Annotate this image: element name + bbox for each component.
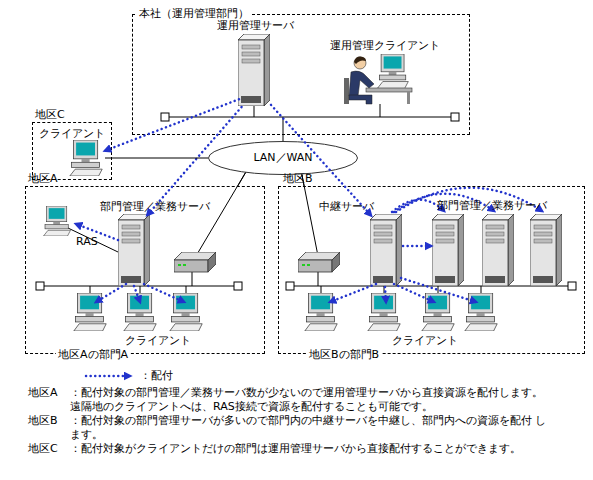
router-icon	[298, 252, 340, 272]
bus-terminator	[161, 113, 169, 121]
client-node: クライアント	[69, 141, 105, 177]
wire	[283, 117, 284, 135]
district-area: 地区B地区Bの部門B中継サーバ部門管理／業務サーバ	[278, 186, 585, 354]
wire	[186, 286, 187, 294]
server-node: 部門管理／業務サーバ	[119, 215, 151, 287]
console-pc-icon	[378, 54, 409, 88]
router-icon	[174, 252, 216, 272]
desk-leg	[407, 92, 410, 104]
server-icon	[530, 214, 562, 286]
legend-text: ：配付	[140, 369, 173, 382]
wire	[380, 104, 381, 117]
note-text: ：配付対象の部門管理／業務サーバ数が少ないので運用管理サーバから直接資源を配付し…	[70, 386, 552, 414]
area-title: 地区B	[283, 172, 313, 185]
relay-server-icon	[370, 214, 402, 286]
operator-hair	[354, 57, 366, 64]
client-icon	[70, 140, 102, 176]
group-label: クライアント	[392, 334, 458, 348]
note-text: ：配付対象がクライアントだけの部門は運用管理サーバから直接配付することができます…	[70, 442, 552, 456]
server-icon	[482, 214, 514, 286]
legend-sample-line	[86, 375, 130, 378]
remote-client-icon	[44, 206, 71, 236]
group-label: クライアント	[125, 334, 191, 348]
server-node: 運用管理サーバ	[239, 35, 271, 107]
area-title: 地区C	[35, 108, 65, 121]
desk	[366, 88, 412, 92]
bus-terminator	[36, 282, 44, 290]
distribution-arrow	[401, 278, 476, 302]
server-icon	[432, 214, 464, 286]
server-label: 部門管理／業務サーバ	[100, 200, 210, 213]
wire	[438, 286, 439, 294]
distribution-arrow	[385, 287, 386, 302]
network-cloud: LAN／WAN	[208, 141, 358, 175]
operator-head	[354, 57, 366, 69]
network-link	[105, 158, 208, 159]
headquarters-area: 本社（運用管理部門）運用管理サーバ運用管理クライアント	[132, 14, 470, 135]
note-text: ：配付対象の部門管理サーバが多いので部門内の中継サーバを中継し、部門内への資源を…	[70, 414, 552, 442]
ellipse-shape	[209, 142, 358, 175]
server-label: 運用管理サーバ	[195, 19, 315, 32]
distribution-arrow	[403, 245, 431, 248]
lan-bus	[290, 286, 572, 287]
bus-terminator	[286, 282, 294, 290]
area-title: 地区A	[28, 172, 58, 185]
server-icon	[118, 214, 150, 286]
bus-terminator	[451, 113, 459, 121]
client-icon	[170, 293, 202, 331]
operator-legs	[349, 95, 372, 104]
ras-link	[68, 228, 118, 252]
distribution-arrow	[330, 284, 376, 302]
district-area: 地区Cクライアント	[32, 122, 112, 180]
department-label: 地区Bの部門B	[307, 348, 381, 361]
wire	[254, 106, 255, 117]
area-title: 本社（運用管理部門）	[137, 7, 251, 20]
relay-server-node: 中継サーバ	[371, 215, 403, 287]
server-label: 部門管理／業務サーバ	[437, 199, 547, 212]
wire	[192, 272, 193, 286]
distribution-arrow	[105, 99, 239, 150]
wire	[140, 286, 141, 294]
client-label: クライアント	[39, 127, 105, 140]
client-label: 運用管理クライアント	[330, 39, 440, 52]
bus-terminator	[568, 282, 576, 290]
distribution-arrow	[147, 107, 241, 215]
chair	[344, 78, 349, 104]
bus-terminator	[234, 282, 242, 290]
department-label: 地区Aの部門A	[56, 348, 130, 361]
distribution-arrow	[271, 105, 371, 215]
client-icon	[465, 293, 497, 331]
connection-label: RAS	[76, 235, 98, 249]
network-link	[238, 173, 246, 186]
wire	[318, 272, 319, 286]
server-label: 中継サーバ	[319, 200, 374, 213]
network-link	[283, 135, 284, 141]
lan-bus	[165, 117, 455, 118]
network-label: LAN／WAN	[208, 151, 358, 164]
note-key: 地区C	[28, 442, 58, 456]
wire	[90, 286, 91, 294]
client-node: 運用管理クライアント	[346, 53, 411, 106]
client-icon	[368, 293, 400, 331]
legend-item: ：配付	[140, 369, 173, 383]
network-link	[302, 174, 304, 186]
distribution-arrow	[144, 284, 184, 302]
wire	[481, 286, 482, 294]
wire	[321, 286, 322, 294]
note-key: 地区B	[28, 414, 58, 428]
distribution-arrow	[134, 286, 140, 302]
server-group-node: 部門管理／業務サーバ	[431, 215, 566, 287]
server-icon	[238, 34, 270, 106]
note-key: 地区A	[28, 386, 58, 400]
district-area: 地区A地区Aの部門A部門管理／業務サーバ	[25, 186, 265, 354]
distribution-arrow	[96, 284, 126, 302]
client-icon	[305, 293, 337, 331]
operator-body	[349, 71, 374, 96]
